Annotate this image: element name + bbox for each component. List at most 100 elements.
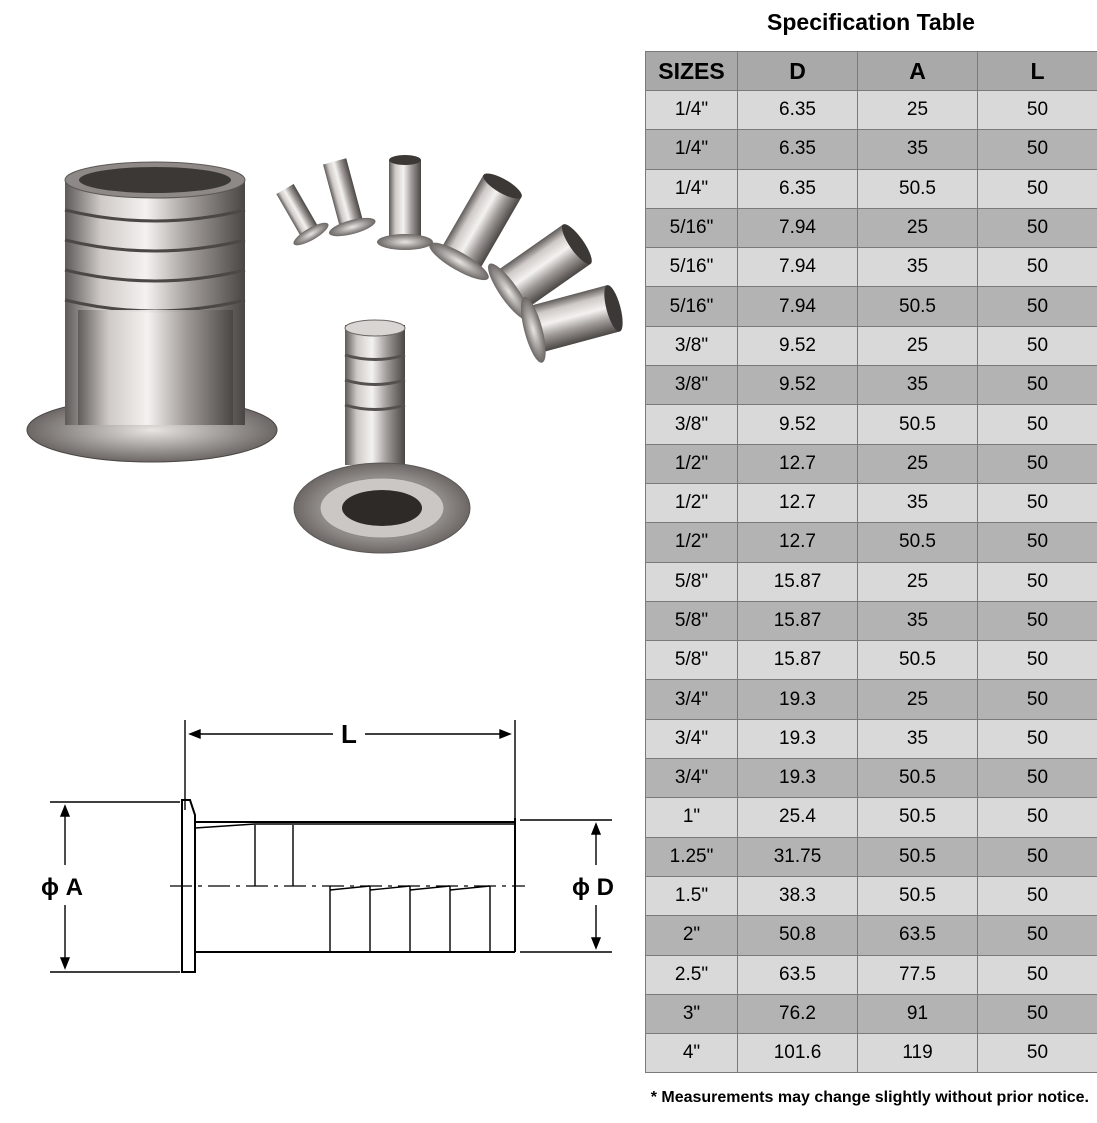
cell-d: 15.87 <box>737 600 858 642</box>
cell-d: 50.8 <box>737 915 858 956</box>
cell-l: 50 <box>977 758 1097 799</box>
cell-size: 3/4" <box>645 758 738 799</box>
diameter-a-label: ϕ A <box>41 874 83 901</box>
cell-l: 50 <box>977 915 1097 956</box>
table-title: Specification Table <box>767 9 975 35</box>
cell-size: 5/16" <box>645 286 738 327</box>
cell-a: 50.5 <box>857 640 978 681</box>
cell-d: 19.3 <box>737 758 858 799</box>
cell-l: 50 <box>977 89 1097 131</box>
cell-d: 25.4 <box>737 797 858 838</box>
cell-l: 50 <box>977 129 1097 170</box>
cell-size: 4" <box>645 1033 738 1074</box>
cell-size: 2" <box>645 915 738 956</box>
cell-a: 50.5 <box>857 797 978 838</box>
cell-size: 3/4" <box>645 679 738 720</box>
cell-d: 7.94 <box>737 207 858 249</box>
cell-d: 9.52 <box>737 404 858 445</box>
cell-l: 50 <box>977 325 1097 367</box>
cell-a: 35 <box>857 600 978 642</box>
cell-d: 38.3 <box>737 875 858 917</box>
cell-a: 50.5 <box>857 758 978 799</box>
cell-size: 3/8" <box>645 404 738 445</box>
product-photo <box>10 140 630 580</box>
cell-a: 25 <box>857 207 978 249</box>
cell-size: 3/4" <box>645 718 738 760</box>
cell-size: 1/4" <box>645 89 738 131</box>
header-a: A <box>857 51 978 91</box>
cell-size: 1/2" <box>645 443 738 484</box>
cell-d: 63.5 <box>737 954 858 995</box>
large-hose-barb-fitting <box>26 161 278 463</box>
cell-size: 3/8" <box>645 325 738 367</box>
cell-l: 50 <box>977 718 1097 760</box>
cell-a: 25 <box>857 325 978 367</box>
medium-hose-barb-fitting <box>293 319 471 554</box>
cell-size: 1/4" <box>645 168 738 209</box>
cell-l: 50 <box>977 600 1097 642</box>
cell-d: 6.35 <box>737 168 858 209</box>
cell-a: 35 <box>857 247 978 288</box>
cell-d: 15.87 <box>737 640 858 681</box>
cell-d: 12.7 <box>737 482 858 524</box>
header-l: L <box>977 51 1097 91</box>
length-label: L <box>341 719 357 749</box>
cell-d: 76.2 <box>737 993 858 1035</box>
cell-l: 50 <box>977 247 1097 288</box>
hose-barb-fittings-illustration <box>26 155 623 554</box>
cell-l: 50 <box>977 954 1097 995</box>
cell-l: 50 <box>977 875 1097 917</box>
cell-l: 50 <box>977 836 1097 877</box>
cell-d: 15.87 <box>737 561 858 602</box>
dimension-drawing: L ϕ A ϕ D <box>41 719 614 973</box>
cell-l: 50 <box>977 993 1097 1035</box>
cell-l: 50 <box>977 522 1097 563</box>
cell-a: 50.5 <box>857 168 978 209</box>
cell-l: 50 <box>977 679 1097 720</box>
cell-size: 1.25" <box>645 836 738 877</box>
cell-size: 5/8" <box>645 561 738 602</box>
cell-l: 50 <box>977 168 1097 209</box>
cell-a: 35 <box>857 718 978 760</box>
cell-d: 101.6 <box>737 1033 858 1074</box>
cell-l: 50 <box>977 286 1097 327</box>
cell-a: 35 <box>857 129 978 170</box>
cell-size: 5/16" <box>645 247 738 288</box>
cell-d: 12.7 <box>737 522 858 563</box>
cell-a: 63.5 <box>857 915 978 956</box>
cell-d: 9.52 <box>737 325 858 367</box>
diameter-d-label: ϕ D <box>572 874 614 901</box>
cell-a: 50.5 <box>857 522 978 563</box>
cell-d: 6.35 <box>737 129 858 170</box>
cell-a: 91 <box>857 993 978 1035</box>
cell-size: 5/8" <box>645 640 738 681</box>
cell-size: 1.5" <box>645 875 738 917</box>
cell-l: 50 <box>977 365 1097 406</box>
cell-a: 50.5 <box>857 836 978 877</box>
cell-l: 50 <box>977 404 1097 445</box>
cell-a: 50.5 <box>857 404 978 445</box>
cell-size: 3/8" <box>645 365 738 406</box>
cell-l: 50 <box>977 443 1097 484</box>
cell-size: 1/2" <box>645 522 738 563</box>
